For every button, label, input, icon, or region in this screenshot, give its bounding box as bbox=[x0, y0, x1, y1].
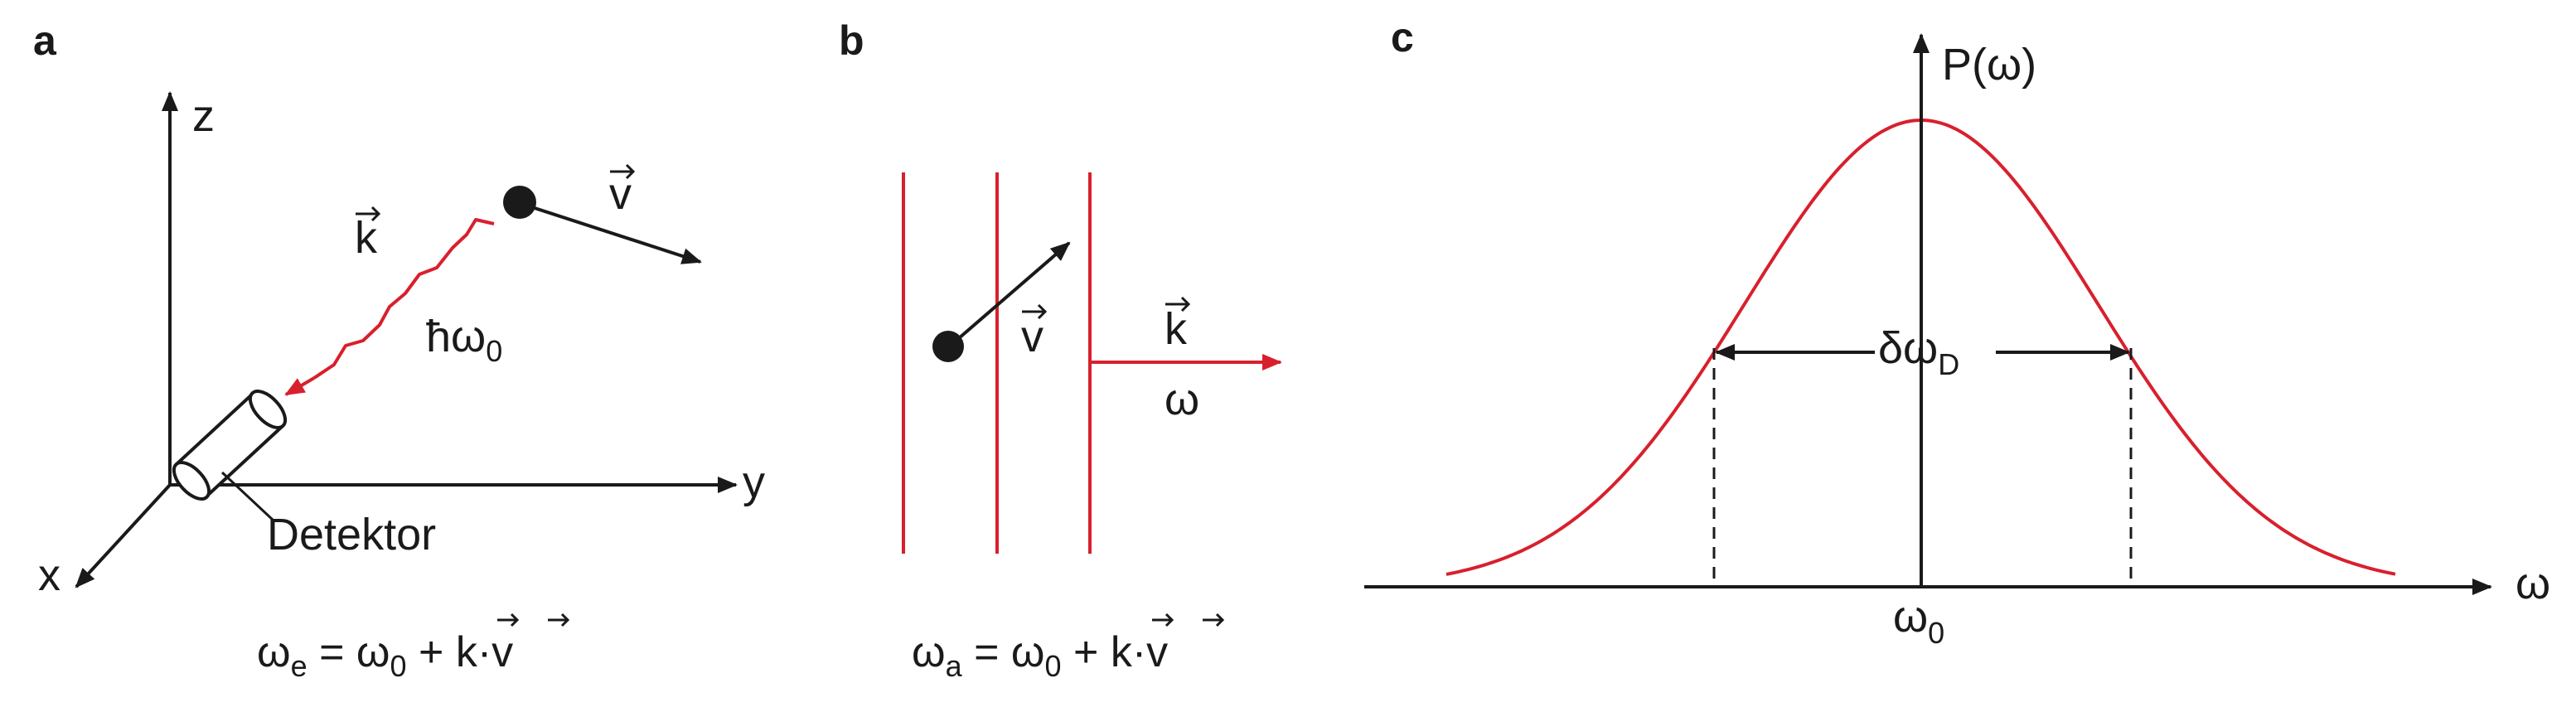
detector-label: Detektor bbox=[267, 510, 436, 559]
k-vector-label: k bbox=[355, 213, 378, 263]
k-vector-mark-icon bbox=[356, 206, 381, 222]
eq-b-v-mark-icon bbox=[1203, 613, 1225, 627]
detector-icon bbox=[172, 390, 288, 501]
photon-arrow bbox=[284, 376, 316, 396]
eq-a-v-mark-icon bbox=[548, 613, 570, 627]
panel-a: a z y x v k ħω0 Detektor ωe = ω0 + k·v bbox=[33, 17, 765, 683]
photon-energy-label: ħω0 bbox=[426, 312, 502, 368]
panel-c: c δωD ω P(ω) ω0 bbox=[1364, 14, 2550, 650]
eq-a-k-mark-icon bbox=[497, 613, 520, 627]
x-axis bbox=[75, 483, 172, 588]
atom-dot-b bbox=[932, 331, 964, 362]
velocity-vector-mark-icon bbox=[610, 163, 636, 180]
y-axis-label: y bbox=[743, 458, 765, 507]
k-b-mark-icon bbox=[1165, 296, 1191, 312]
probability-axis-label: P(ω) bbox=[1942, 40, 2036, 90]
velocity-arrow-b bbox=[957, 241, 1071, 340]
omega-axis-label: ω bbox=[2515, 559, 2550, 608]
center-frequency-label: ω0 bbox=[1893, 592, 1944, 650]
panel-b: b v k ω ωa = ω0 + k·v bbox=[839, 17, 1282, 683]
panel-c-letter: c bbox=[1391, 14, 1414, 61]
velocity-arrow bbox=[534, 206, 702, 264]
panel-a-letter: a bbox=[33, 17, 57, 64]
atom-dot bbox=[503, 186, 536, 219]
eq-b-k-mark-icon bbox=[1152, 613, 1174, 627]
z-axis-label: z bbox=[192, 91, 215, 141]
doppler-width-label: δωD bbox=[1878, 323, 1959, 381]
omega-label-b: ω bbox=[1165, 375, 1199, 424]
equation-b: ωa = ω0 + k·v bbox=[912, 628, 1168, 683]
k-vector-label-b: k bbox=[1165, 304, 1188, 354]
panel-b-letter: b bbox=[839, 17, 864, 64]
equation-a: ωe = ω0 + k·v bbox=[257, 628, 513, 683]
x-axis-label: x bbox=[38, 550, 61, 600]
detector-leader-line bbox=[220, 471, 275, 522]
velocity-label-b: v bbox=[1021, 312, 1043, 361]
velocity-b-mark-icon bbox=[1022, 303, 1048, 320]
photon-wave bbox=[312, 218, 495, 380]
